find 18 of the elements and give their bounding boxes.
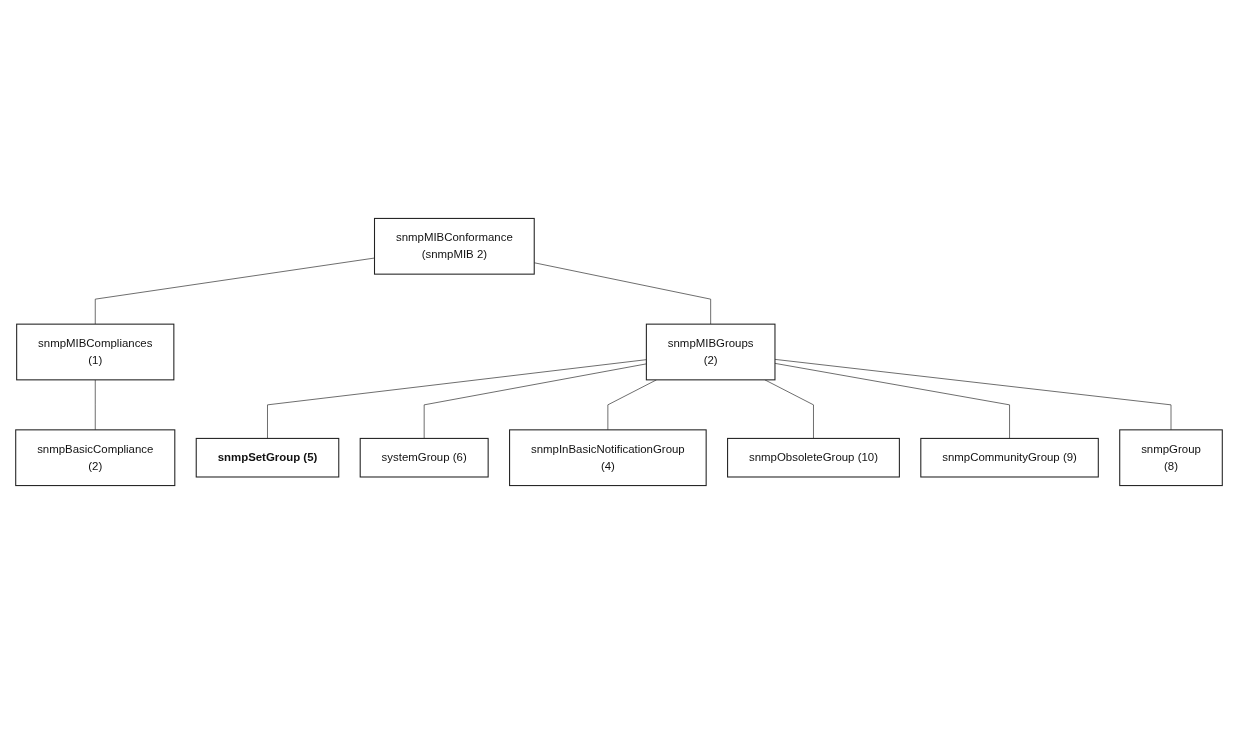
- node-box: snmpMIBConformance (snmpMIB 2): [373, 217, 535, 275]
- connector: [423, 363, 647, 439]
- node-box: snmpGroup (8): [1119, 428, 1223, 486]
- node-box: snmpSetGroup (5): [195, 437, 340, 478]
- connector: [774, 362, 1010, 439]
- connector: [774, 358, 1172, 430]
- connector: [267, 358, 647, 439]
- node-box: snmpBasicCompliance (2): [15, 428, 176, 486]
- node-box: snmpCommunityGroup (9): [920, 437, 1099, 478]
- node-box: snmpInBasicNotificationGroup (4): [509, 428, 707, 486]
- connector: [94, 257, 375, 324]
- connector: [94, 379, 96, 430]
- connector: [607, 379, 657, 430]
- node-box: systemGroup (6): [359, 437, 489, 478]
- node-box: snmpObsoleteGroup (10): [727, 437, 900, 478]
- connector: [764, 379, 814, 439]
- node-box: snmpMIBGroups (2): [645, 323, 776, 380]
- node-box: snmpMIBCompliances (1): [16, 323, 175, 380]
